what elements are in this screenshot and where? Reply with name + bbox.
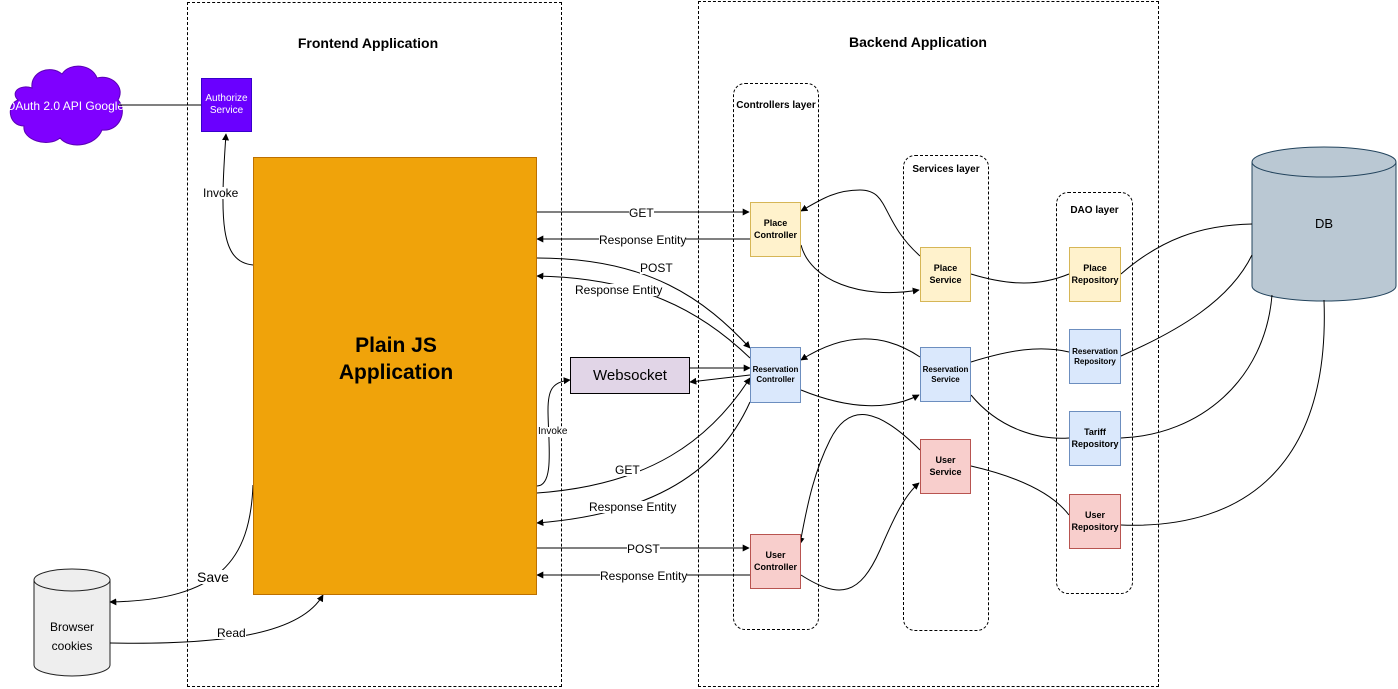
backend-title: Backend Application: [849, 34, 987, 50]
label-reservation-get: GET: [615, 463, 640, 477]
edge-userservice-to-usercontroller: [797, 414, 921, 545]
tariff-repository: Tariff Repository: [1069, 411, 1121, 466]
edge-res-to-ws: [689, 374, 751, 385]
reservation-service: Reservation Service: [920, 347, 971, 402]
cookies-label: Browser cookies: [49, 620, 94, 654]
edge-userrepo-db: [1120, 299, 1325, 526]
place-service: Place Service: [920, 247, 971, 302]
label-reservation-post: POST: [640, 261, 673, 275]
websocket-node: Websocket: [570, 357, 690, 394]
label-invoke-authorize: Invoke: [203, 186, 239, 200]
label-reservation-post-response: Response Entity: [575, 283, 663, 297]
frontend-title: Frontend Application: [297, 35, 439, 51]
edge-reservation-post-response: [536, 272, 751, 359]
edge-userservice-userrepo: [970, 465, 1070, 516]
authorize-service: Authorize Service: [201, 78, 252, 132]
edge-reservation-get: [536, 377, 751, 494]
place-controller: Place Controller: [750, 202, 801, 257]
backend-container: [698, 1, 1159, 687]
label-user-post: POST: [627, 542, 660, 556]
edge-reservation-get-response: [536, 401, 751, 526]
label-invoke-websocket: Invoke: [538, 426, 568, 437]
browser-cookies-shape: [33, 568, 111, 677]
edge-ws-invoke: [536, 377, 571, 487]
reservation-controller: Reservation Controller: [750, 347, 801, 403]
edge-save: [109, 484, 254, 606]
oauth-cloud-label: OAuth 2.0 API Google: [6, 99, 124, 113]
user-service: User Service: [920, 439, 971, 494]
services-layer-title: Services layer: [912, 164, 980, 175]
label-save: Save: [197, 569, 229, 585]
websocket-label: Websocket: [593, 367, 667, 384]
label-reservation-get-response: Response Entity: [589, 500, 677, 514]
reservation-repository: Reservation Repository: [1069, 329, 1121, 384]
edge-resservice-to-rescontroller: [800, 338, 921, 361]
controllers-layer: [733, 83, 819, 630]
edge-rescontroller-to-resservice: [800, 389, 920, 407]
edge-reservation-post: [536, 257, 751, 349]
label-user-response: Response Entity: [600, 569, 688, 583]
plain-js-application: Plain JS Application: [253, 157, 537, 595]
edge-read: [109, 594, 324, 644]
user-controller: User Controller: [750, 534, 801, 589]
edge-resservice-tariffrepo: [970, 394, 1070, 439]
db-label: DB: [1314, 216, 1334, 231]
place-repository: Place Repository: [1069, 247, 1121, 302]
edge-usercontroller-to-userservice: [800, 482, 920, 591]
edge-resservice-resrepo: [970, 348, 1070, 363]
dao-layer-title: DAO layer: [1070, 205, 1119, 216]
edge-placeservice-placerepo: [970, 273, 1070, 284]
label-read: Read: [217, 626, 246, 640]
label-place-response: Response Entity: [599, 233, 687, 247]
edge-invoke-authorize: [222, 133, 254, 266]
edge-placecontroller-to-placeservice: [800, 244, 920, 295]
frontend-container: [187, 2, 562, 687]
edge-tariffrepo-db: [1120, 294, 1273, 439]
authorize-service-label: Authorize Service: [205, 93, 248, 116]
dao-layer: [1056, 192, 1133, 594]
controllers-layer-title: Controllers layer: [736, 100, 816, 111]
plain-js-application-label: Plain JS Application: [338, 334, 454, 385]
edge-placeservice-to-placecontroller: [800, 189, 921, 257]
user-repository: User Repository: [1069, 494, 1121, 549]
oauth-cloud-shape: [9, 65, 123, 146]
label-place-get: GET: [629, 206, 654, 220]
services-layer: [903, 155, 989, 631]
edge-resrepo-db: [1120, 254, 1253, 357]
db-shape: [1251, 146, 1397, 302]
edge-placerepo-db: [1120, 223, 1253, 275]
